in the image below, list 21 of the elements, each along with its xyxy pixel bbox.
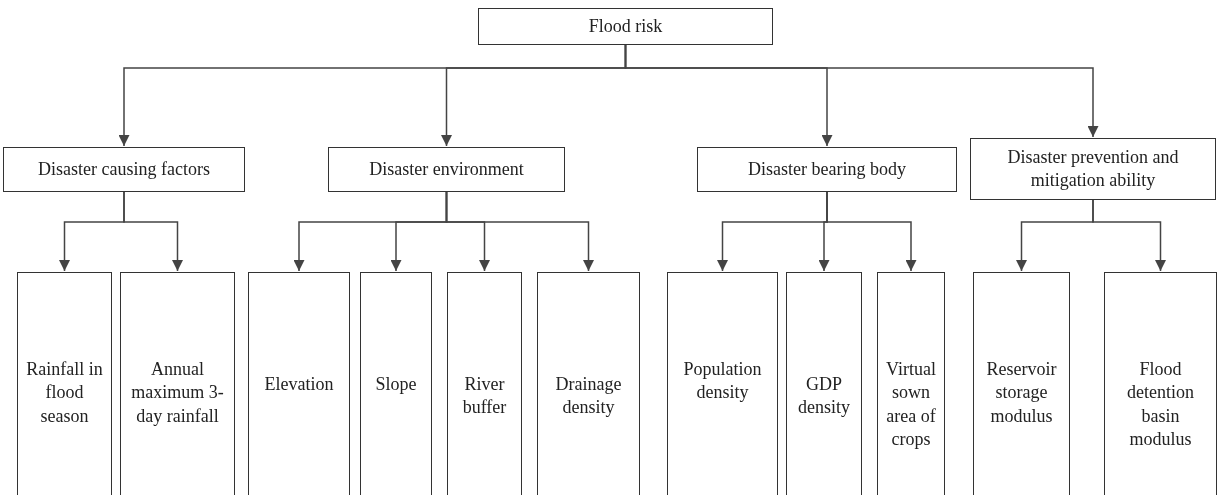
indicator-box: Population density: [667, 272, 778, 495]
arrow: [445, 191, 594, 272]
indicator-box: River buffer: [447, 272, 522, 495]
indicator-box: Rainfall in flood season: [17, 272, 112, 495]
indicator-box: Slope: [360, 272, 432, 495]
indicator-box: Reservoir storage modulus: [973, 272, 1070, 495]
category-box: Disaster environment: [328, 147, 565, 192]
arrow: [123, 191, 183, 272]
category-box: Disaster bearing body: [697, 147, 957, 192]
indicator-box: Annual maximum 3-day rainfall: [120, 272, 235, 495]
arrow: [1092, 199, 1166, 272]
indicator-box: Drainage density: [537, 272, 640, 495]
category-box: Disaster causing factors: [3, 147, 245, 192]
indicator-box: Elevation: [248, 272, 350, 495]
root-box: Flood risk: [478, 8, 773, 45]
indicator-box: Virtual sown area of crops: [877, 272, 945, 495]
category-box: Disaster prevention and mitigation ability: [970, 138, 1216, 200]
arrow: [624, 44, 1099, 138]
indicator-box: GDP density: [786, 272, 862, 495]
arrow: [826, 191, 917, 272]
indicator-box: Flood detention basin modulus: [1104, 272, 1217, 495]
